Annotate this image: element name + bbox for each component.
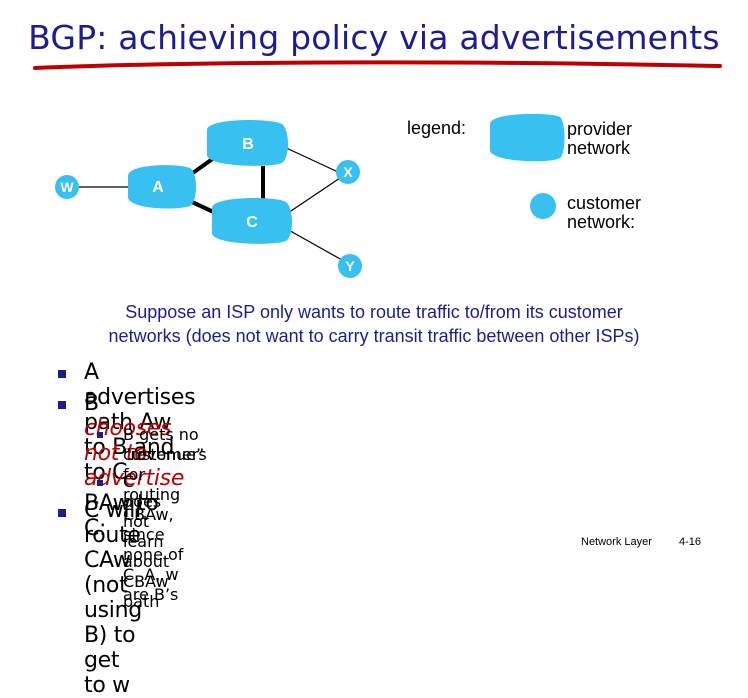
node-label-b: B xyxy=(242,136,254,153)
intro-text: Suppose an ISP only wants to route traff… xyxy=(40,300,708,348)
provider-network-b xyxy=(207,120,288,166)
link-b-x xyxy=(281,145,339,173)
bullet-marker xyxy=(58,509,66,517)
legend-customer-line2: network: xyxy=(567,212,636,232)
bullet-2-prefix: B xyxy=(84,391,99,416)
sub-bullet-marker xyxy=(97,480,103,486)
network-diagram xyxy=(55,113,565,278)
node-label-w: W xyxy=(60,179,74,195)
link-c-y xyxy=(284,227,343,261)
bullet-marker xyxy=(58,370,66,378)
slide-title: BGP: achieving policy via advertisements xyxy=(28,18,720,57)
intro-line-2: networks (does not want to carry transit… xyxy=(108,326,640,346)
customer-network-x xyxy=(336,160,360,184)
bullet-marker xyxy=(58,401,66,409)
provider-network-c xyxy=(212,198,292,244)
legend-provider-line1: provider xyxy=(567,119,633,139)
legend-customer-line1: customer xyxy=(567,193,642,213)
bullet-3: C will route CAw (not using B) to get to… xyxy=(84,498,142,698)
legend-title: legend: xyxy=(407,118,467,138)
node-label-x: X xyxy=(343,164,353,180)
bullet-2-highlight: chooses not to advertise xyxy=(84,416,185,491)
node-label-c: C xyxy=(246,214,258,231)
title-underline xyxy=(33,60,722,70)
legend-provider-shape xyxy=(490,113,565,162)
customer-network-w xyxy=(55,175,79,199)
node-label-y: Y xyxy=(345,258,355,274)
link-c-x xyxy=(284,177,341,216)
intro-line-1: Suppose an ISP only wants to route traff… xyxy=(125,302,623,322)
provider-network-a xyxy=(128,165,196,209)
sub-bullet-1-line-2: customers xyxy=(123,445,207,464)
bullet-1: A advertises path Aw to B and to C xyxy=(84,360,196,485)
footer-page-number: 4-16 xyxy=(679,536,702,548)
bullet-2: B chooses not to advertise BAw to C: xyxy=(84,391,184,541)
sub-bullet-marker xyxy=(97,432,103,438)
footer-section: Network Layer xyxy=(581,536,652,548)
legend-customer-shape xyxy=(530,193,556,219)
legend-provider-line2: network xyxy=(567,138,631,158)
bullet-2-suffix: BAw to C: xyxy=(84,491,159,541)
customer-network-y xyxy=(338,254,362,278)
node-label-a: A xyxy=(152,179,164,196)
